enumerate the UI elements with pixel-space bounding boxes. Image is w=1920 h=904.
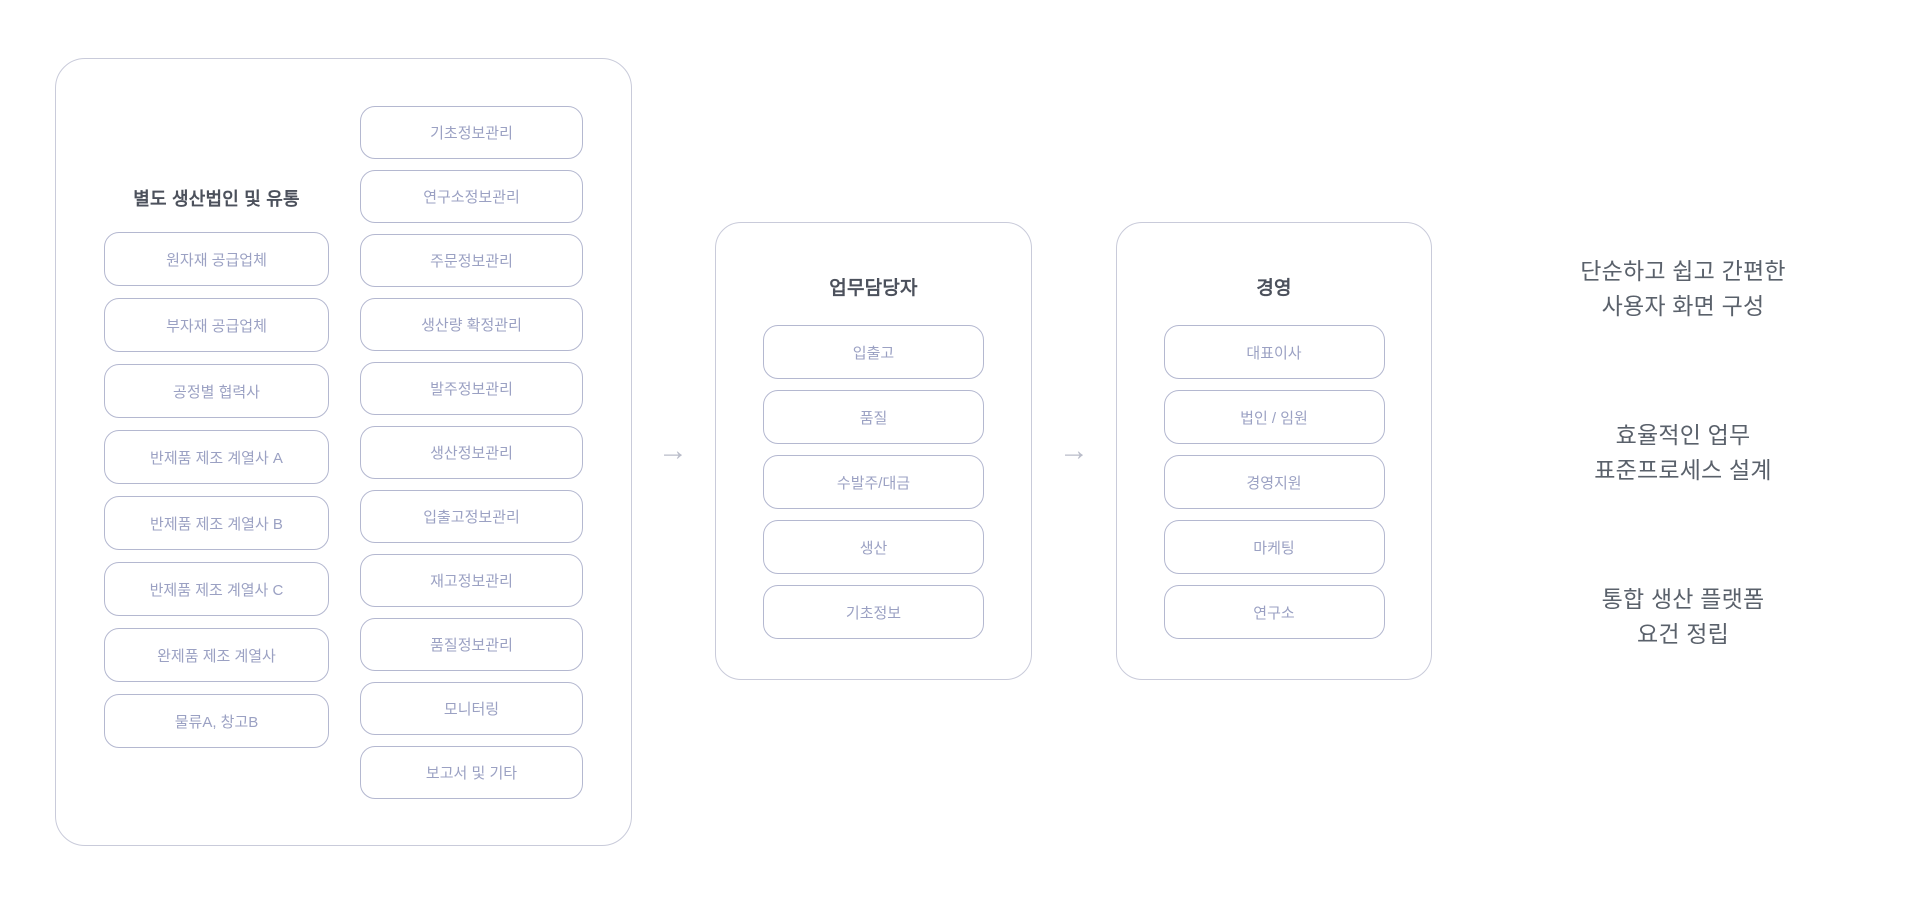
node-label: 수발주/대금 <box>836 474 911 492</box>
diagram-node: 마케팅 <box>1163 520 1385 574</box>
diagram-node: 반제품 제조 계열사 C <box>104 562 329 616</box>
flow-arrow-icon: → <box>658 434 688 467</box>
panel-title: 업무담당자 <box>829 278 918 299</box>
staff-column: 입출고 품질 수발주/대금 생산 기초정보 <box>716 325 1031 639</box>
node-label: 모니터링 <box>443 701 500 718</box>
node-label: 품질 <box>859 409 888 427</box>
node-label: 보고서 및 기타 <box>425 765 518 782</box>
diagram-node: 생산정보관리 <box>360 426 583 479</box>
node-label: 공정별 협력사 <box>173 383 260 401</box>
node-label: 기초정보관리 <box>430 125 513 142</box>
node-label: 연구소 <box>1253 604 1295 622</box>
diagram-node: 생산 <box>763 520 984 574</box>
diagram-node: 법인 / 임원 <box>1163 390 1385 444</box>
node-label: 연구소정보관리 <box>423 189 520 206</box>
panel-staff: 업무담당자 입출고 품질 수발주/대금 생산 기 <box>715 222 1032 680</box>
diagram-node: 경영지원 <box>1163 455 1385 509</box>
note-line: 표준프로세스 설계 <box>1594 457 1772 483</box>
node-label: 완제품 제조 계열사 <box>157 647 276 665</box>
diagram-node: 반제품 제조 계열사 A <box>104 430 329 484</box>
side-note: 단순하고 쉽고 간편한 사용자 화면 구성 <box>1483 254 1883 324</box>
node-label: 반제품 제조 계열사 A <box>150 449 283 467</box>
note-line: 효율적인 업무 <box>1615 422 1751 448</box>
node-label: 생산정보관리 <box>430 445 513 462</box>
panel-title: 경영 <box>1256 278 1292 299</box>
node-label: 대표이사 <box>1246 344 1302 362</box>
diagram-node: 공정별 협력사 <box>104 364 329 418</box>
diagram-node: 기초정보 <box>763 585 984 639</box>
side-notes: 단순하고 쉽고 간편한 사용자 화면 구성 효율적인 업무 표준프로세스 설계 … <box>1483 254 1883 652</box>
diagram-node: 기초정보관리 <box>360 106 583 159</box>
note-line: 통합 생산 플랫폼 <box>1601 586 1765 612</box>
diagram-node: 주문정보관리 <box>360 234 583 287</box>
node-label: 입출고 <box>852 344 895 362</box>
diagram-node: 대표이사 <box>1163 325 1385 379</box>
node-label: 원자재 공급업체 <box>166 251 267 269</box>
node-label: 반제품 제조 계열사 B <box>150 515 283 533</box>
note-line: 사용자 화면 구성 <box>1601 293 1765 319</box>
node-label: 재고정보관리 <box>430 573 513 590</box>
node-label: 발주정보관리 <box>430 381 513 398</box>
node-label: 부자재 공급업체 <box>166 317 267 335</box>
diagram-node: 입출고 <box>763 325 984 379</box>
note-line: 단순하고 쉽고 간편한 <box>1580 258 1786 284</box>
diagram-node: 재고정보관리 <box>360 554 583 607</box>
diagram-node: 부자재 공급업체 <box>104 298 329 352</box>
node-label: 생산 <box>859 539 888 557</box>
org-partners-column: 원자재 공급업체 부자재 공급업체 공정별 협력사 반제품 제조 계열사 A 반… <box>104 232 329 748</box>
diagram-node: 모니터링 <box>360 682 583 735</box>
diagram-node: 연구소정보관리 <box>360 170 583 223</box>
side-note: 통합 생산 플랫폼 요건 정립 <box>1483 582 1883 652</box>
diagram-node: 원자재 공급업체 <box>104 232 329 286</box>
diagram-node: 반제품 제조 계열사 B <box>104 496 329 550</box>
diagram-node: 품질 <box>763 390 984 444</box>
diagram-node: 연구소 <box>1163 585 1385 639</box>
node-label: 법인 / 임원 <box>1240 409 1308 427</box>
org-modules-column: 기초정보관리 연구소정보관리 주문정보관리 생산량 확정관리 발주정보관리 <box>360 106 583 799</box>
diagram-node: 물류A, 창고B <box>104 694 329 748</box>
management-column: 대표이사 법인 / 임원 경영지원 마케팅 연구소 <box>1117 325 1431 639</box>
panel-title: 별도 생산법인 및 유통 <box>133 189 300 209</box>
node-label: 경영지원 <box>1246 474 1302 492</box>
node-label: 주문정보관리 <box>430 253 513 270</box>
node-label: 물류A, 창고B <box>174 713 259 731</box>
diagram-node: 입출고정보관리 <box>360 490 583 543</box>
node-label: 마케팅 <box>1253 539 1295 557</box>
diagram-node: 완제품 제조 계열사 <box>104 628 329 682</box>
node-label: 기초정보 <box>845 604 902 622</box>
side-note: 효율적인 업무 표준프로세스 설계 <box>1483 418 1883 488</box>
flow-arrow-icon: → <box>1059 434 1089 467</box>
diagram-node: 생산량 확정관리 <box>360 298 583 351</box>
diagram-node: 발주정보관리 <box>360 362 583 415</box>
diagram-node: 수발주/대금 <box>763 455 984 509</box>
note-line: 요건 정립 <box>1636 621 1730 647</box>
node-label: 생산량 확정관리 <box>421 317 522 334</box>
node-label: 반제품 제조 계열사 C <box>149 581 284 599</box>
diagram-node: 보고서 및 기타 <box>360 746 583 799</box>
diagram-node: 품질정보관리 <box>360 618 583 671</box>
node-label: 품질정보관리 <box>430 637 513 654</box>
node-label: 입출고정보관리 <box>423 509 520 526</box>
panel-separate-production-corp: 별도 생산법인 및 유통 원자재 공급업체 부자재 공급업체 공정별 협력사 반… <box>55 58 632 846</box>
panel-management: 경영 대표이사 법인 / 임원 경영지원 마케팅 <box>1116 222 1432 680</box>
